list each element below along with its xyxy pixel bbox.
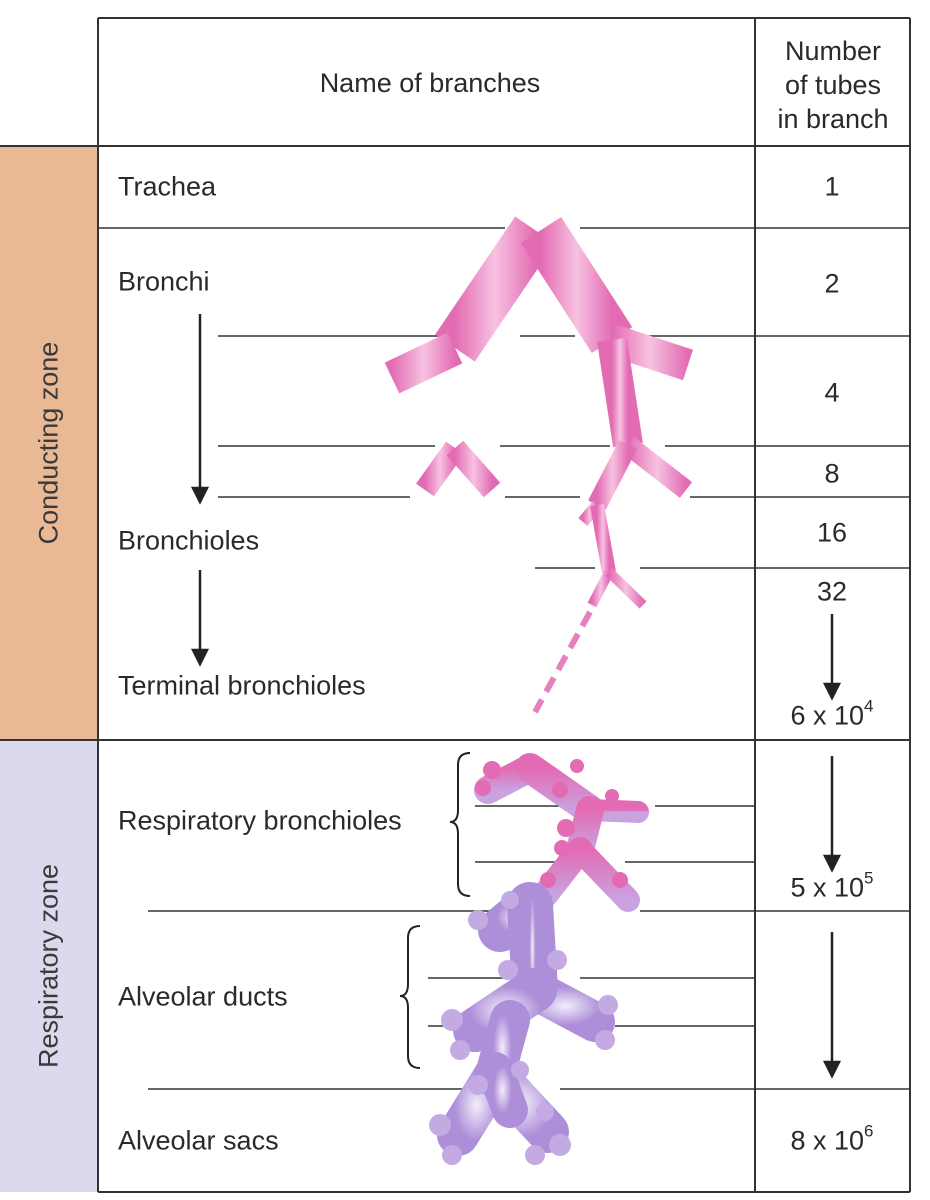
alveolar-sacs-shape [437, 1052, 569, 1156]
respiratory-zone-band: Respiratory zone [0, 740, 98, 1192]
branch-name-respiratory-bronchioles: Respiratory bronchioles [118, 805, 402, 836]
arrows [190, 314, 842, 1079]
left-bronchus [435, 216, 555, 362]
count-generation-4: 16 [816, 517, 848, 548]
braces [399, 752, 471, 1069]
count-alveolar-sacs: 8 x 106 [790, 1121, 874, 1156]
right-bronchus [520, 216, 633, 354]
branch-name-alveolar-ducts: Alveolar ducts [118, 981, 288, 1012]
conducting-airway-tree [384, 153, 693, 609]
count-generation-3: 8 [824, 458, 840, 489]
arrow-head [822, 682, 842, 701]
arrow-head [190, 486, 210, 505]
count-header-line: Number [784, 36, 882, 66]
branch-name-bronchi: Bronchi [118, 266, 210, 297]
respiratory-alveoli-bumps [475, 759, 628, 888]
branch-name-alveolar-sacs: Alveolar sacs [118, 1125, 279, 1156]
branch-name-bronchioles: Bronchioles [118, 525, 260, 556]
arrow-head [822, 1060, 842, 1079]
respiratory-bronchioles-shape [474, 698, 649, 912]
count-trachea: 1 [824, 171, 840, 202]
alveoli-bumps [429, 891, 618, 1165]
dashed-continuation [532, 610, 593, 714]
count-respiratory-bronchioles: 5 x 105 [790, 868, 874, 903]
brace-alveolar-ducts [399, 925, 421, 1069]
arrow-head [822, 854, 842, 873]
arrow-head [190, 648, 210, 667]
generation-dividers [98, 227, 910, 1090]
column-header-count: Number of tubes in branch [758, 34, 908, 136]
count-terminal-bronchioles: 6 x 104 [790, 696, 874, 731]
column-header-name: Name of branches [319, 68, 541, 98]
conducting-zone-band: Conducting zone [0, 146, 98, 740]
count-bronchi: 2 [824, 268, 840, 299]
count-header-line: in branch [777, 104, 889, 134]
count-generation-2: 4 [824, 377, 840, 408]
branch-name-terminal-bronchioles: Terminal bronchioles [118, 670, 366, 701]
brace-respiratory [449, 752, 471, 897]
branch-name-trachea: Trachea [118, 171, 217, 202]
table-frame [0, 17, 911, 1193]
count-generation-5: 32 [816, 576, 848, 607]
alveolar-ducts-shape [453, 882, 615, 1095]
count-header-line: of tubes [784, 70, 882, 100]
